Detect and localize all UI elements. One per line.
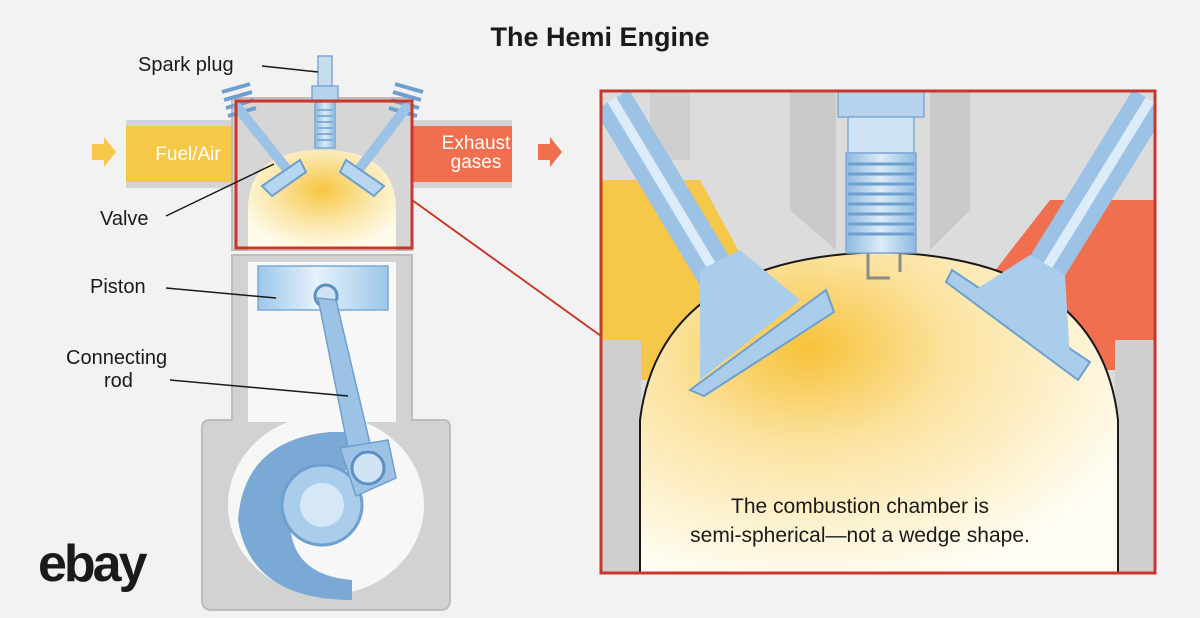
- exhaust-label-line1: Exhaust: [441, 133, 511, 154]
- crankshaft: [238, 432, 364, 600]
- intake-label: Fuel/Air: [155, 144, 221, 165]
- caption-line1: The combustion chamber is: [731, 495, 989, 518]
- connecting-rod: [317, 297, 397, 498]
- label-connecting-rod-line2: rod: [104, 370, 133, 392]
- highlight-frame: [234, 99, 414, 250]
- zoomed-combustion-view: [601, 91, 1155, 573]
- label-piston: Piston: [90, 276, 146, 298]
- zoom-caption: The combustion chamber is semi-spherical…: [640, 492, 1080, 550]
- spark-plug-leader: [261, 65, 319, 73]
- connecting-rod-leader: [169, 379, 349, 397]
- zoom-connector-line: [411, 199, 602, 337]
- piston-leader: [165, 287, 277, 299]
- label-connecting-rod-line1: Connecting: [66, 347, 168, 369]
- diagram-title: The Hemi Engine: [490, 22, 710, 52]
- intake-valve: [233, 103, 308, 198]
- valve-spring-left: [221, 82, 257, 118]
- valve-leader: [165, 163, 275, 217]
- ebay-logo: ebay: [38, 535, 148, 593]
- label-spark-plug: Spark plug: [138, 54, 234, 76]
- intake-arrow-icon: [92, 137, 116, 167]
- label-valve: Valve: [100, 208, 149, 230]
- valve-spring-right: [388, 82, 424, 118]
- exhaust-label-line2: gases: [450, 152, 502, 173]
- zoom-frame: [599, 89, 1157, 575]
- caption-line2: semi-spherical—not a wedge shape.: [690, 524, 1030, 547]
- exhaust-arrow-icon: [538, 137, 562, 167]
- exhaust-valve: [338, 103, 411, 198]
